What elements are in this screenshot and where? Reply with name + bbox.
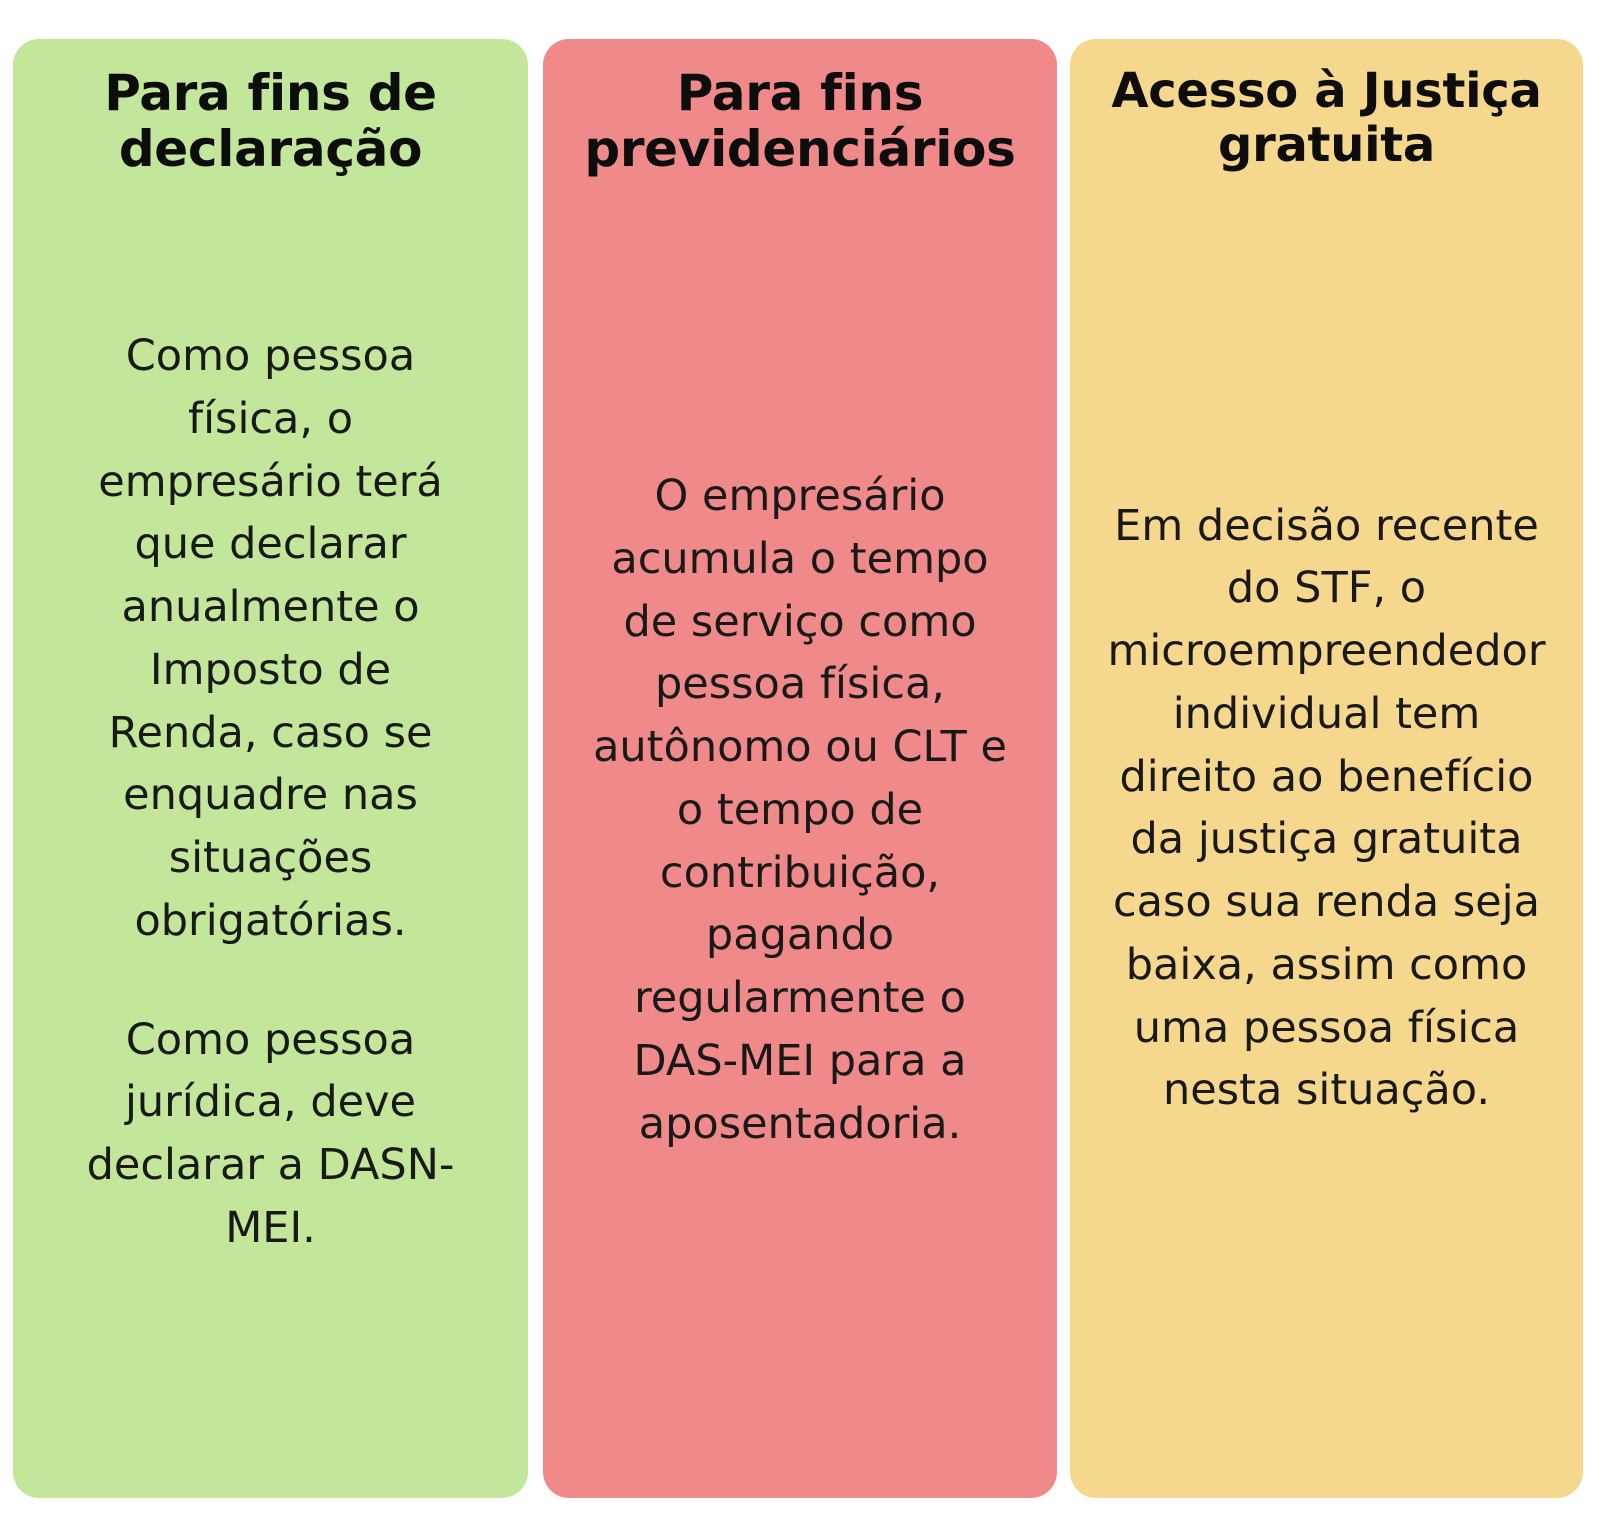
- card-paragraph: O empresário acumula o tempo de serviço …: [593, 471, 1007, 1149]
- card-paragraph: Como pessoa jurídica, deve declarar a DA…: [86, 1014, 455, 1253]
- card-previdenciarios: Para fins previdenciários O empresário a…: [543, 39, 1057, 1498]
- card-paragraph: Em decisão recente do STF, o microempree…: [1107, 500, 1546, 1116]
- card-justica-gratuita: Acesso à Justiça gratuita Em decisão rec…: [1070, 39, 1583, 1498]
- card-title-declaracao: Para fins de declaração: [104, 64, 437, 178]
- card-title-justica-gratuita: Acesso à Justiça gratuita: [1111, 63, 1542, 173]
- card-body-declaracao: Como pessoa física, o empresário terá qu…: [75, 325, 467, 1260]
- card-title-previdenciarios: Para fins previdenciários: [584, 64, 1016, 178]
- card-paragraph: Como pessoa física, o empresário terá qu…: [98, 331, 443, 946]
- card-declaracao: Para fins de declaração Como pessoa físi…: [13, 39, 528, 1498]
- card-body-previdenciarios: O empresário acumula o tempo de serviço …: [590, 465, 1010, 1155]
- card-body-justica-gratuita: Em decisão recente do STF, o microempree…: [1099, 495, 1554, 1123]
